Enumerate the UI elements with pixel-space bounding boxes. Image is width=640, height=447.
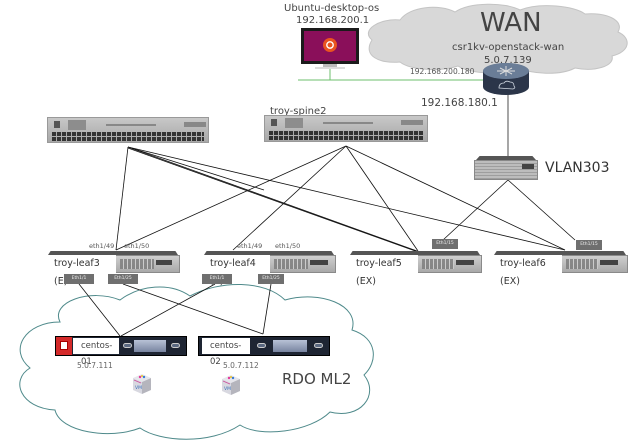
spine1-switch[interactable] (47, 117, 209, 143)
server-centos-02-power-button (257, 343, 266, 348)
spine2-ports-bottom (269, 136, 423, 140)
vlan303-switch-body (474, 160, 538, 180)
link-spine2-leaf5 (345, 145, 419, 252)
server-centos-01-name: centos-01 (73, 338, 119, 367)
leaf3-name: troy-leaf3 (E) (46, 255, 116, 287)
leaf5-top (350, 251, 480, 255)
spine2-psu (401, 120, 423, 125)
server-centos-01-status-led (171, 343, 180, 348)
leaf5-ports (422, 259, 454, 269)
leaf6-switch[interactable]: troy-leaf6 (EX) (492, 251, 628, 287)
vm-icon[interactable]: VM (132, 373, 152, 395)
leaf4-switch[interactable]: troy-leaf4 (E) (202, 251, 336, 287)
server-centos-02-drive-bay (273, 340, 307, 352)
rdo-ml2-label: RDO ML2 (282, 370, 352, 388)
vm-label: VM (224, 386, 231, 392)
leaf4-eth-tab-2[interactable]: Eth1/25 (258, 274, 284, 284)
leaf6-eth-tab[interactable]: Eth1/15 (576, 240, 602, 250)
vm-label: VM (135, 385, 142, 391)
link-vlan303-leaf5 (442, 179, 509, 241)
link-spine1-leaf5-a (127, 146, 418, 252)
wan-cloud (368, 3, 628, 74)
leaf6-top (494, 251, 626, 255)
ubuntu-desktop-monitor-icon[interactable] (301, 28, 359, 70)
leaf4-eth-tab-1[interactable]: Eth1/1 (202, 274, 232, 284)
link-spine1-leaf4 (127, 146, 265, 191)
vlan303-label: VLAN303 (545, 160, 610, 176)
leaf3-uplink-label-1: eth1/49 (89, 242, 115, 250)
leaf4-uplink-ports (310, 260, 328, 265)
link-spine1-leaf6 (127, 146, 566, 251)
spine1-psu (184, 122, 206, 127)
leaf4-top (204, 251, 334, 255)
leaf5-eth-tab[interactable]: Eth1/15 (432, 239, 458, 249)
router-icon[interactable] (481, 62, 531, 96)
server-centos-02-name: centos-02 (202, 338, 250, 367)
leaf3-eth-tab-2[interactable]: Eth1/25 (108, 274, 138, 284)
leaf3-ports (120, 259, 154, 269)
leaf5-switch[interactable]: troy-leaf5 (EX) (348, 251, 482, 287)
router-lan-ip: 192.168.180.1 (421, 97, 498, 109)
leaf3-switch[interactable]: troy-leaf3 (E) (46, 251, 180, 287)
leaf6-ports (566, 259, 598, 269)
link-leaf4-centos02 (262, 283, 272, 335)
spine1-ports-bottom (52, 137, 204, 141)
spine2-switch[interactable] (264, 115, 428, 142)
leaf3-top (48, 251, 178, 255)
leaf6-uplink-ports (600, 260, 618, 265)
link-vlan303-leaf6 (507, 179, 576, 241)
redhat-icon (56, 337, 72, 355)
link-spine2-leaf4 (232, 145, 347, 251)
leaf4-ports (274, 259, 308, 269)
spine1-mgmt-port (54, 121, 60, 128)
leaf6-name: troy-leaf6 (EX) (492, 255, 562, 287)
leaf5-name: troy-leaf5 (EX) (348, 255, 418, 287)
server-centos-02-status-led (314, 343, 323, 348)
desktop-name: Ubuntu-desktop-os (284, 3, 380, 14)
rdo-ml2-cloud (19, 283, 374, 440)
link-leaf4-centos01 (120, 283, 216, 337)
server-centos-01-power-button (123, 343, 132, 348)
leaf3-uplink-ports (156, 260, 172, 265)
spine1-vent (106, 124, 156, 126)
link-spine2-leaf6 (345, 145, 566, 251)
vlan303-uplink-ports (522, 164, 534, 169)
leaf3-uplink-label-2: eth1/50 (124, 242, 150, 250)
router-wan-side-ip: 192.168.200.180 (410, 67, 475, 76)
leaf5-uplink-ports (456, 260, 474, 265)
leaf4-name: troy-leaf4 (E) (202, 255, 270, 287)
vlan303-switch-top (476, 156, 536, 160)
router-ip: 5.0.7.139 (484, 55, 532, 66)
vlan303-switch[interactable] (474, 156, 538, 180)
server-centos-01-ip: 5.0.7.111 (77, 361, 113, 370)
spine2-vent (323, 122, 373, 124)
spine1-ports-top (52, 132, 204, 136)
spine2-mgmt-port (271, 119, 277, 126)
vm-icon[interactable]: VM (221, 374, 241, 396)
spine1-panel (68, 120, 86, 130)
spine2-name: troy-spine2 (270, 106, 327, 117)
link-spine1-leaf3 (115, 146, 129, 251)
link-leaf3-centos01 (78, 283, 121, 337)
server-centos-01-drive-bay (134, 340, 166, 352)
link-spine1-leaf5-b (127, 147, 419, 253)
spine2-ports-top (269, 131, 423, 135)
wan-cloud-label: WAN (480, 8, 542, 38)
server-centos-02-ip: 5.0.7.112 (223, 361, 259, 370)
leaf4-uplink-label-1: eth1/49 (237, 242, 263, 250)
router-name: csr1kv-openstack-wan (452, 42, 565, 53)
server-centos-02[interactable]: centos-02 (198, 336, 330, 367)
desktop-ip: 192.168.200.1 (296, 15, 370, 26)
spine2-panel (285, 118, 303, 128)
link-spine2-leaf3 (115, 145, 347, 251)
link-leaf3-centos02 (122, 283, 264, 335)
server-centos-01[interactable]: centos-01 (55, 336, 187, 367)
leaf4-uplink-label-2: eth1/50 (275, 242, 301, 250)
leaf3-eth-tab-1[interactable]: Eth1/1 (64, 274, 94, 284)
